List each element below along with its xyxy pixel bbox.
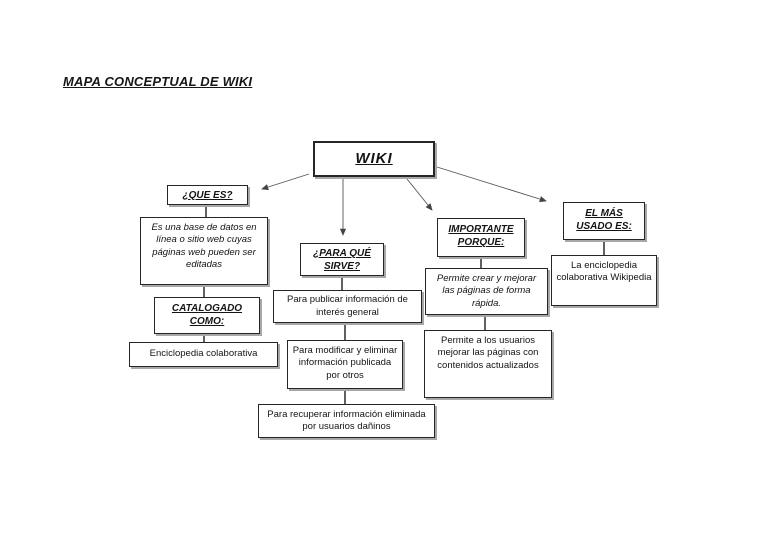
node-enciclopedia-colaborativa: Enciclopedia colaborativa <box>129 342 278 367</box>
node-para-recuperar: Para recuperar información eliminada por… <box>258 404 435 438</box>
node-que-es-definition: Es una base de datos en línea o sitio we… <box>140 217 268 285</box>
node-wiki: WIKI <box>313 141 435 177</box>
page-title: MAPA CONCEPTUAL DE WIKI <box>63 74 253 89</box>
node-importante-header: IMPORTANTE PORQUE: <box>437 218 525 257</box>
arrow-wiki-to-mas-usado <box>436 166 547 203</box>
node-permite-usuarios: Permite a los usuarios mejorar las págin… <box>424 330 552 398</box>
node-catalogado-header: CATALOGADO COMO: <box>154 297 260 334</box>
node-permite-crear: Permite crear y mejorar las páginas de f… <box>425 268 548 315</box>
node-para-que-sirve-header: ¿PARA QUÉ SIRVE? <box>300 243 384 276</box>
node-para-modificar: Para modificar y eliminar información pu… <box>287 340 403 389</box>
node-para-publicar: Para publicar información de interés gen… <box>273 290 422 323</box>
arrow-wiki-to-que-es <box>261 173 310 191</box>
node-wikipedia: La enciclopedia colaborativa Wikipedia <box>551 255 657 306</box>
node-que-es-header: ¿QUE ES? <box>167 185 248 205</box>
node-mas-usado-header: EL MÁS USADO ES: <box>563 202 645 240</box>
arrow-wiki-to-importante <box>406 178 433 211</box>
